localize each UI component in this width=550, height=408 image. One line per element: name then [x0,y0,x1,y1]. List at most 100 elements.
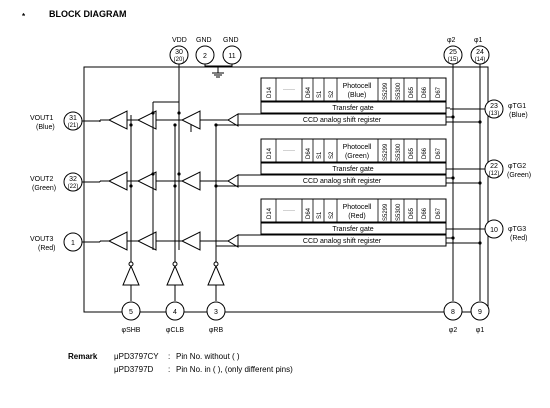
buffer-amp-green-1 [107,171,128,191]
pin-phi1-bottom: 9 φ1 [470,301,490,334]
pin-tg3: 10 φTG3 (Red) [450,219,528,242]
pin-gnd-11-number: 11 [228,53,235,60]
svg-text:S5300: S5300 [396,203,402,221]
inverter-rb [207,261,225,301]
pin-phi1-bottom-number: 9 [478,309,482,316]
pin-gnd-11: 11 GND [222,37,242,65]
pin-phi2-top-alt-number: (15) [448,57,459,63]
buffer-amp-red-2 [136,231,157,251]
svg-text:CCD analog shift register: CCD analog shift register [303,238,382,245]
pin-phi1-bottom-label: φ1 [476,327,485,334]
svg-text:Transfer gate: Transfer gate [332,166,373,173]
svg-text:······: ······ [283,208,295,214]
svg-text:D65: D65 [409,147,415,159]
cell-d14-label: D14 [267,86,273,98]
svg-text:S1: S1 [317,211,323,219]
pin-rb-number: 3 [214,309,218,316]
svg-text:S1: S1 [317,151,323,159]
svg-text:······: ······ [283,148,295,154]
pin-vdd-number: 30 [175,49,183,56]
pin-phi2-top-label: φ2 [447,37,456,44]
svg-text:D64: D64 [306,207,312,219]
pin-vout3: 1 VOUT3 (Red) [30,232,100,252]
pin-vout3-label: VOUT3 [30,236,53,243]
pin-vdd-label: VDD [172,37,187,44]
buffer-amp-red-1 [107,231,128,251]
remark-text-1: Pin No. without ( ) [176,352,240,361]
pin-phi2-top-number: 25 [449,49,457,56]
channel-blue: D14 ······ D64 S1 S2 Photocell (Blue) S5… [99,77,482,132]
pin-vout1-label: VOUT1 [30,115,53,122]
pin-clb-label: φCLB [166,327,184,334]
pin-shb: 5 φSHB [121,301,141,334]
pin-tg2: 22 (12) φTG2 (Green) [450,159,531,179]
buffer-amp-green-2 [136,171,157,191]
transfer-gate-blue-label: Transfer gate [332,105,373,112]
buffer-amp-blue-2 [136,110,157,130]
cell-dots: ······ [283,87,295,93]
bus-lines [129,101,481,301]
svg-text:D64: D64 [306,147,312,159]
buffer-amp-red-3 [180,231,201,251]
svg-text:(Green): (Green) [345,153,369,160]
buffer-amp-blue-3 [180,110,201,130]
pin-tg3-number: 10 [490,227,498,234]
pin-phi1-top: 24 (14) φ1 [470,37,490,240]
pin-tg1-label: φTG1 [508,103,526,110]
pin-phi1-top-number: 24 [476,49,484,56]
svg-text:D14: D14 [267,147,273,159]
diagram-title: BLOCK DIAGRAM [49,9,127,19]
pin-tg2-color: (Green) [507,172,531,179]
pin-phi1-top-alt-number: (14) [475,57,486,63]
pin-gnd-2-number: 2 [203,53,207,60]
remark-part-1: μPD3797CY [114,352,159,361]
pin-phi2-bottom: 8 φ2 [443,301,463,334]
pin-vout2-color: (Green) [32,185,56,192]
cell-s1-label: S1 [317,90,323,98]
cell-array-red: D14 ······ D64 S1 S2 Photocell (Red) S52… [260,198,447,223]
svg-text:D67: D67 [436,207,442,219]
pin-tg2-label: φTG2 [508,163,526,170]
channel-red: D14 ······ D64 S1 S2 Photocell (Red) S52… [99,198,482,251]
pin-phi2-bottom-label: φ2 [449,327,458,334]
pin-vout1-alt-number: (21) [68,123,79,129]
pin-vout1: 31 (21) VOUT1 (Blue) [30,111,100,131]
pin-clb-number: 4 [173,309,177,316]
pin-vout3-color: (Red) [38,245,56,252]
pin-tg2-number: 22 [490,163,498,170]
pin-vout2-label: VOUT2 [30,176,53,183]
channel-green: D14 ······ D64 S1 S2 Photocell (Green) S… [99,138,482,191]
pin-tg2-alt-number: (12) [489,171,500,177]
ground-symbol [204,64,233,78]
pin-phi2-top: 25 (15) φ2 [443,37,463,240]
pin-vout2: 32 (22) VOUT2 (Green) [30,172,100,192]
cell-array-green: D14 ······ D64 S1 S2 Photocell (Green) S… [260,138,447,163]
pin-tg3-color: (Red) [510,235,528,242]
pin-shb-label: φSHB [122,327,141,334]
remark-part-2: μPD3797D [114,365,154,374]
svg-text:D66: D66 [422,207,428,219]
pin-vout3-number: 1 [71,240,75,247]
cell-s5300-label: S5300 [396,82,402,100]
inverter-shb [122,261,140,301]
svg-text:S2: S2 [329,151,335,159]
svg-text:D67: D67 [436,147,442,159]
pin-rb: 3 φRB [206,301,226,334]
pin-gnd-2-label: GND [196,37,212,44]
pin-vout2-number: 32 [69,176,77,183]
pin-tg3-label: φTG3 [508,226,526,233]
svg-text:CCD analog shift register: CCD analog shift register [303,178,382,185]
pin-phi1-top-label: φ1 [474,37,483,44]
header-bullet: * [22,12,26,21]
pin-tg1-alt-number: (13) [489,111,500,117]
pin-vout1-color: (Blue) [36,124,55,131]
pin-vdd: 30 (20) VDD [169,37,189,102]
photocell-color: (Blue) [348,92,367,99]
pin-tg1-color: (Blue) [509,112,528,119]
remark-colon-2: : [168,365,171,374]
buffer-amp-blue-1 [107,110,128,130]
pin-tg1: 23 (13) φTG1 (Blue) [450,99,528,119]
pin-gnd-11-label: GND [223,37,239,44]
cell-array-blue: D14 ······ D64 S1 S2 Photocell (Blue) S5… [260,77,447,102]
